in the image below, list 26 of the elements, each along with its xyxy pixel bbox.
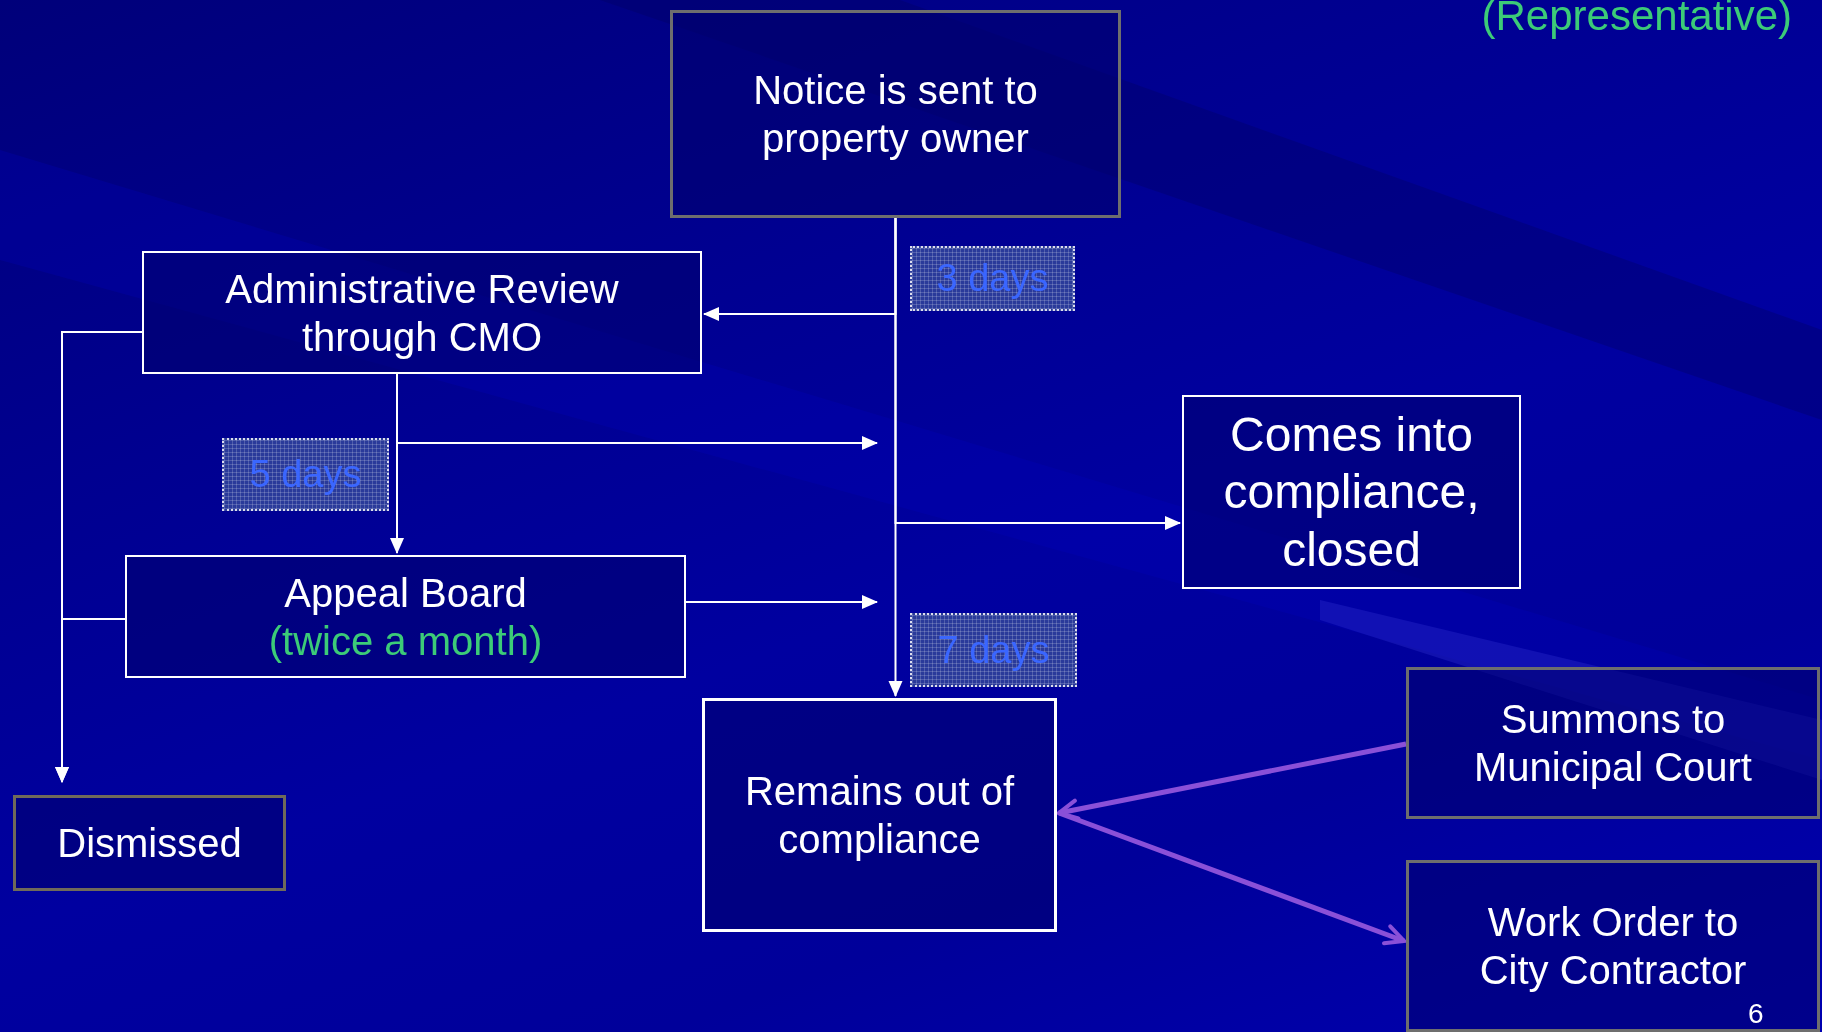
process-box [1406,667,1820,819]
process-box [1406,860,1820,1032]
arrow [1057,741,1407,821]
box-text: Work Order to City Contractor [1478,899,1748,994]
process-box [1182,395,1521,589]
arrow [55,618,126,783]
box-text: Administrative Review through CMO [224,265,620,361]
box-text: Appeal Board [284,569,527,617]
process-box [702,698,1057,932]
box-text: Notice is sent to property owner [752,67,1039,162]
slide-title: (Representative) [1481,0,1792,40]
duration-tag: 3 days [910,246,1075,311]
duration-tag: 5 days [222,438,389,511]
process-box [670,10,1121,218]
duration-tag: 7 days [910,613,1077,687]
arrow [685,595,878,609]
box-text: Summons to Municipal Court [1473,696,1753,791]
box-text: Comes into compliance, closed [1222,406,1481,578]
page-number: 6 [1748,998,1764,1030]
process-box [13,795,286,891]
box-text: Remains out of compliance [744,768,1016,863]
box-text: (twice a month) [268,617,543,665]
process-box [142,251,702,374]
process-box [125,555,686,678]
box-text: Dismissed [57,820,242,867]
arrow [888,217,903,697]
